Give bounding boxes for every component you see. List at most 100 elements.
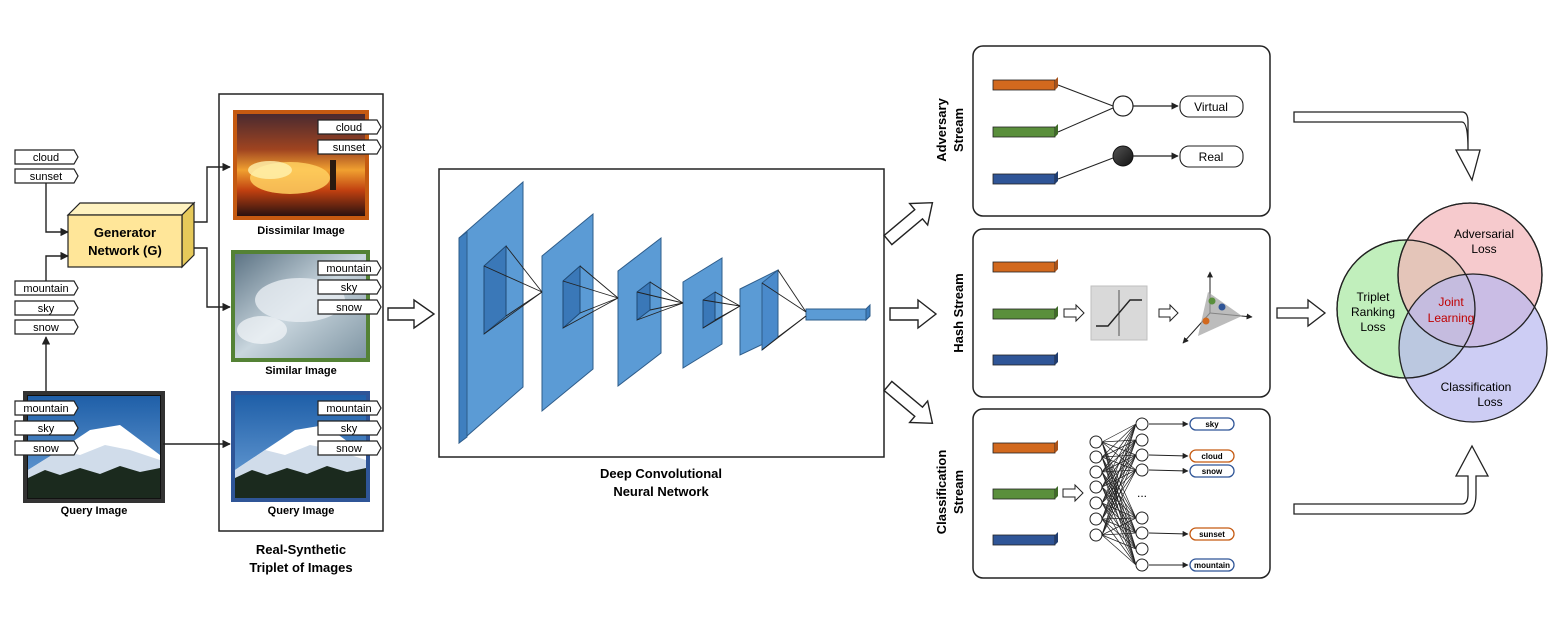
nn-input-node: [1089, 480, 1103, 494]
class-output-mountain: mountain: [1189, 558, 1235, 572]
neural-network-edges: [1101, 423, 1137, 566]
tag-sunset-label: sunset: [30, 171, 62, 183]
generator-network-box: Generator Network (G): [66, 201, 196, 269]
hash-to-loss-arrow: [1276, 298, 1327, 328]
nn-edge: [1101, 534, 1137, 550]
feature-bar-blue: [992, 352, 1058, 366]
nn-edge: [1101, 423, 1137, 536]
nn-input-node: [1089, 450, 1103, 464]
tag-snow: snow: [14, 440, 79, 456]
nn-edge: [1101, 423, 1137, 504]
class-output-sunset: sunset: [1189, 527, 1235, 541]
nn-output-node: [1135, 433, 1149, 447]
tag-snow-label: snow: [33, 322, 59, 334]
classification-arrow: [1062, 483, 1084, 503]
similar-image-caption: Similar Image: [265, 365, 337, 377]
tag-sky-label: sky: [341, 282, 358, 294]
feature-bar-orange: [992, 259, 1058, 273]
tag-snow-label: snow: [33, 443, 59, 455]
nn-edge: [1101, 423, 1137, 473]
generator-tags-lower: mountain sky snow: [14, 280, 79, 335]
tag-sky-label: sky: [341, 423, 358, 435]
conv-layer-3: [617, 236, 662, 388]
tag-sunset: sunset: [14, 168, 79, 184]
cnn-caption-line2: Neural Network: [613, 484, 709, 499]
tag-sunset-label: sunset: [333, 142, 365, 154]
feature-bar-blue: [992, 532, 1058, 546]
virtual-node: [1112, 95, 1134, 117]
tag-cloud-label: cloud: [33, 152, 59, 164]
tag-sunset: sunset: [317, 139, 382, 155]
class-label-snow: snow: [1202, 467, 1223, 476]
tag-cloud: cloud: [317, 119, 382, 135]
class-output-sky: sky: [1189, 417, 1235, 431]
nn-output-node: [1135, 463, 1149, 477]
tag-snow: snow: [317, 299, 382, 315]
tag-mountain-label: mountain: [326, 263, 371, 275]
joint-learning-line1: Joint: [1438, 295, 1464, 309]
query-image-left-caption: Query Image: [61, 505, 128, 517]
classification-stream-label-line2: Stream: [951, 470, 966, 514]
adversary-stream-label-line2: Stream: [951, 108, 966, 152]
tag-snow: snow: [317, 440, 382, 456]
adversary-to-loss-arrow: [1293, 111, 1481, 182]
real-output-label: Real: [1199, 150, 1224, 164]
tag-mountain: mountain: [14, 280, 79, 296]
generator-to-dissimilar-arrow: [194, 162, 231, 223]
cnn-layers: [458, 180, 871, 445]
nn-edge: [1101, 423, 1137, 458]
generator-label-line2: Network (G): [88, 243, 162, 258]
tag-sky-label: sky: [38, 303, 55, 315]
triplet-loss-line1: Triplet: [1357, 290, 1391, 304]
classification-loss-line2: Loss: [1477, 395, 1502, 409]
nn-edge: [1101, 517, 1137, 536]
embedding-space-icon: [1182, 271, 1253, 344]
virtual-output-box: [1179, 95, 1244, 118]
nn-edge: [1101, 469, 1137, 536]
tag-mountain-label: mountain: [326, 403, 371, 415]
class-label-mountain: mountain: [1194, 561, 1230, 570]
hash-arrow-2: [1158, 303, 1179, 323]
nn-edge: [1101, 423, 1137, 520]
nn-edge: [1101, 454, 1137, 536]
loss-venn-diagram: Adversarial Loss Triplet Ranking Loss Jo…: [1336, 202, 1548, 423]
cnn-to-hash-arrow: [889, 298, 938, 330]
triplet-to-cnn-arrow: [387, 298, 436, 330]
nn-output-node: [1135, 417, 1149, 431]
conv-layer-4: [682, 257, 723, 369]
virtual-output-label: Virtual: [1194, 100, 1228, 114]
real-output-box: [1179, 145, 1244, 168]
class-output-arrows: [1148, 421, 1189, 568]
query-image-left-tags: mountain sky snow: [14, 400, 79, 456]
nn-edge: [1101, 532, 1137, 536]
nn-input-node: [1089, 512, 1103, 526]
nn-input-node: [1089, 465, 1103, 479]
layer-connections: [483, 245, 807, 351]
triplet-title-line2: Triplet of Images: [249, 560, 352, 575]
nn-output-node: [1135, 448, 1149, 462]
similar-image-tags: mountain sky snow: [317, 260, 382, 315]
tag-sky-label: sky: [38, 423, 55, 435]
class-label-cloud: cloud: [1201, 452, 1222, 461]
classification-stream-label-line1: Classification: [934, 450, 949, 535]
query-image-right-caption: Query Image: [268, 505, 335, 517]
real-node: [1112, 145, 1134, 167]
adversary-stream-label-line1: Adversary: [934, 97, 949, 161]
nn-edge: [1101, 439, 1137, 536]
fc-layer: [805, 303, 871, 322]
nn-edge: [1101, 534, 1137, 566]
tag-sky: sky: [14, 300, 79, 316]
dissimilar-image-tags: cloud sunset: [317, 119, 382, 155]
nn-edge: [1101, 423, 1137, 488]
class-output-cloud: cloud: [1189, 449, 1235, 463]
feature-bar-green: [992, 124, 1058, 138]
triplet-loss-line3: Loss: [1360, 320, 1385, 334]
tag-mountain: mountain: [317, 260, 382, 276]
nn-edge: [1101, 423, 1137, 443]
tag-sky: sky: [14, 420, 79, 436]
nn-input-node: [1089, 528, 1103, 542]
classification-loss-circle: [1398, 273, 1548, 423]
dissimilar-image-caption: Dissimilar Image: [257, 225, 344, 237]
nn-input-node: [1089, 435, 1103, 449]
neural-network-nodes: [1089, 417, 1149, 572]
